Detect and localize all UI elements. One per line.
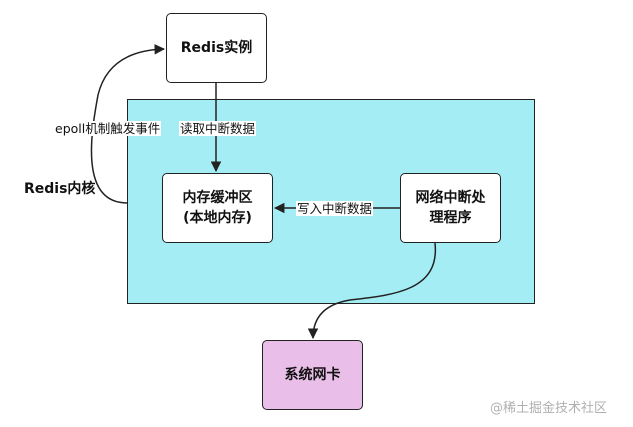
read-edge-label: 读取中断数据 <box>179 121 257 136</box>
epoll-edge-label: epoll机制触发事件 <box>54 121 162 136</box>
watermark: @稀土掘金技术社区 <box>490 401 608 416</box>
redis-instance-label: Redis实例 <box>180 40 253 56</box>
redis-instance-node: Redis实例 <box>166 13 267 83</box>
redis-kernel-label: Redis内核 <box>24 181 96 197</box>
memory-buffer-label: 内存缓冲区 (本地内存) <box>182 190 253 226</box>
irq-handler-node: 网络中断处 理程序 <box>400 173 501 243</box>
nic-arrow <box>307 242 436 340</box>
write-edge-label: 写入中断数据 <box>296 201 374 216</box>
epoll-arrow <box>90 44 166 204</box>
nic-node: 系统网卡 <box>262 340 363 410</box>
irq-handler-label: 网络中断处 理程序 <box>415 190 486 226</box>
memory-buffer-node: 内存缓冲区 (本地内存) <box>162 173 273 243</box>
nic-label: 系统网卡 <box>284 367 341 383</box>
